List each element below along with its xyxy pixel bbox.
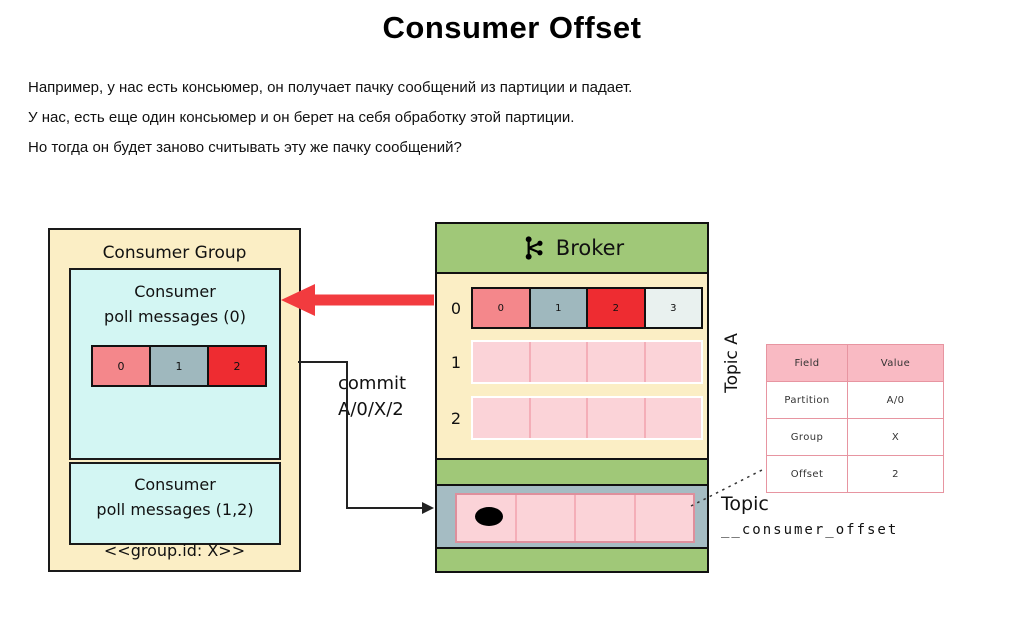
broker-title: Broker <box>555 236 625 260</box>
offset-table: Field Value Partition A/0 Group X Offset… <box>766 344 944 493</box>
consumer2-name: Consumer <box>134 475 216 494</box>
empty-cell <box>576 495 636 541</box>
partition-0-cells: 0 1 2 3 <box>471 287 703 329</box>
red-arrow <box>281 284 434 316</box>
table-row: Group X <box>766 418 944 456</box>
commit-word: commit <box>338 373 407 394</box>
broker-box: Broker 0 0 1 2 3 1 <box>435 222 709 573</box>
kafka-logo-icon <box>525 236 543 260</box>
message-cell-2: 2 <box>209 347 265 385</box>
message-cell-0: 0 <box>93 347 151 385</box>
page-title: Consumer Offset <box>382 10 642 45</box>
record-cell-3: 3 <box>645 289 701 327</box>
consumer1-name: Consumer <box>134 282 216 301</box>
partition-row-0: 0 0 1 2 3 <box>445 287 703 329</box>
record-cell-1: 1 <box>530 289 588 327</box>
offset-topic-name: __consumer_offset <box>721 522 899 538</box>
empty-cell <box>588 398 646 438</box>
broker-footer <box>437 547 707 571</box>
empty-cell <box>645 342 701 382</box>
empty-cell <box>530 398 588 438</box>
consumer1-message-cells: 0 1 2 <box>91 345 267 387</box>
offset-topic-label: Topic __consumer_offset <box>721 493 898 538</box>
value-group: X <box>847 418 944 456</box>
partition-label-1: 1 <box>450 352 462 372</box>
partition-label-0: 0 <box>450 298 462 318</box>
offset-topic-word: Topic <box>721 493 769 515</box>
table-row: Partition A/0 <box>766 381 944 419</box>
consumer1-subtitle: poll messages (0) <box>104 306 246 326</box>
field-group: Group <box>766 418 848 456</box>
commit-label: commit A/0/X/2 <box>338 373 406 425</box>
table-row: Offset 2 <box>766 455 944 493</box>
field-partition: Partition <box>766 381 848 419</box>
partition-2-cells <box>471 396 703 440</box>
empty-cell <box>473 342 531 382</box>
empty-cell <box>530 342 588 382</box>
empty-cell <box>588 342 646 382</box>
offset-record-dot <box>475 507 503 526</box>
empty-cell <box>645 398 701 438</box>
consumer-offset-cells <box>455 493 695 543</box>
offset-table-header-value: Value <box>847 344 944 382</box>
consumer-group-box: Consumer Group Consumer poll messages (0… <box>48 228 301 572</box>
intro-line-2: У нас, есть еще один консьюмер и он бере… <box>28 109 575 126</box>
message-cell-1: 1 <box>151 347 209 385</box>
broker-separator <box>437 458 707 486</box>
record-cell-0: 0 <box>473 289 531 327</box>
consumer1-box: Consumer poll messages (0) 0 1 2 <box>69 268 281 460</box>
consumer2-box: Consumer poll messages (1,2) <box>69 462 281 545</box>
intro-line-1: Например, у нас есть консьюмер, он получ… <box>28 79 633 96</box>
intro-line-3: Но тогда он будет заново считывать эту ж… <box>28 139 462 156</box>
empty-cell <box>635 495 693 541</box>
consumer-group-title: Consumer Group <box>102 243 247 263</box>
field-offset: Offset <box>766 455 848 493</box>
value-offset: 2 <box>847 455 944 493</box>
partition-row-1: 1 <box>445 340 703 384</box>
consumer2-subtitle: poll messages (1,2) <box>96 499 254 519</box>
offset-table-header-field: Field <box>766 344 848 382</box>
group-id-label: <<group.id: X>> <box>103 541 246 560</box>
consumer-offset-partition <box>437 486 707 547</box>
record-cell-2: 2 <box>588 289 646 327</box>
broker-partitions: 0 0 1 2 3 1 2 <box>437 274 707 458</box>
empty-cell <box>516 495 576 541</box>
offset-record-cell <box>457 495 517 541</box>
intro-text: Например, у нас есть консьюмер, он получ… <box>28 79 632 169</box>
broker-header: Broker <box>437 224 707 274</box>
value-partition: A/0 <box>847 381 944 419</box>
empty-cell <box>473 398 531 438</box>
partition-label-2: 2 <box>450 408 462 428</box>
commit-value: A/0/X/2 <box>338 399 404 420</box>
partition-1-cells <box>471 340 703 384</box>
topic-a-label: Topic A <box>722 333 742 393</box>
offset-table-header-row: Field Value <box>766 344 944 382</box>
partition-row-2: 2 <box>445 396 703 440</box>
